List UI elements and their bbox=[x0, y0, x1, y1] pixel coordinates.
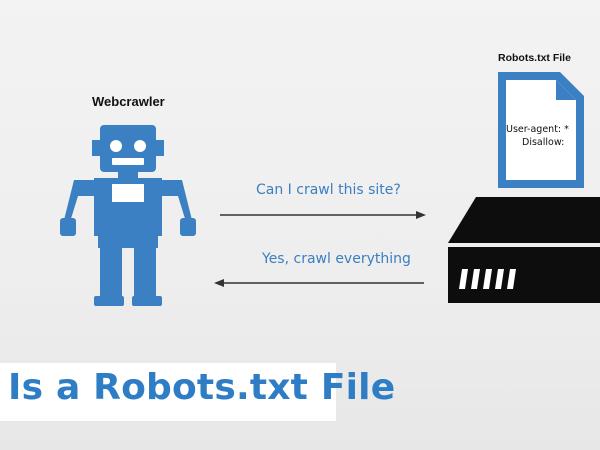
title-banner bbox=[0, 363, 336, 421]
request-arrow bbox=[220, 211, 426, 219]
robots-file-label: Robots.txt File bbox=[498, 52, 571, 64]
response-label: Yes, crawl everything bbox=[262, 251, 411, 267]
robots-file-line-1: User-agent: * bbox=[506, 124, 569, 135]
page-title: Is a Robots.txt File bbox=[8, 367, 396, 408]
webcrawler-label: Webcrawler bbox=[92, 94, 165, 109]
request-label: Can I crawl this site? bbox=[256, 182, 401, 198]
document-icon bbox=[494, 68, 590, 194]
robots-file-line-2: Disallow: bbox=[522, 137, 565, 148]
server-icon bbox=[440, 195, 600, 307]
robot-icon bbox=[60, 120, 210, 310]
response-arrow bbox=[214, 279, 424, 287]
